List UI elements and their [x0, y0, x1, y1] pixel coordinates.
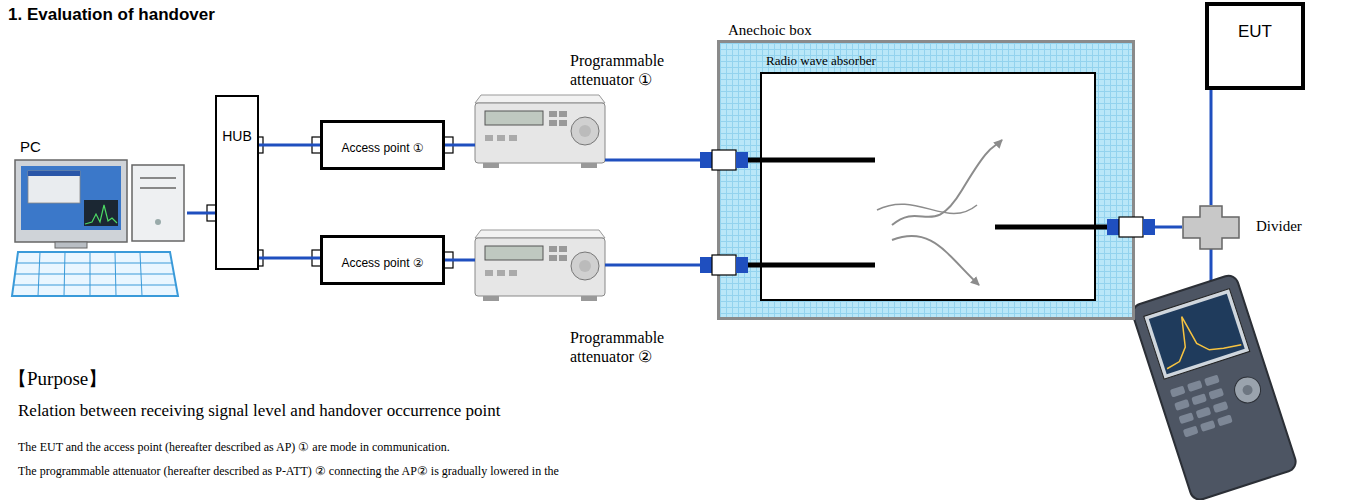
attenuator-label-holder: Programmable attenuator ① [570, 51, 698, 89]
divider-outline [1183, 206, 1239, 249]
procedure-note: The EUT and the access point (hereafter … [18, 440, 450, 454]
eut-label: EUT [1238, 22, 1272, 42]
pc-label-holder: PC [20, 138, 41, 156]
anechoic-box-label-holder: Anechoic box [728, 21, 812, 39]
diagram-title: 1. Evaluation of handover [8, 5, 215, 25]
coax-cable [445, 144, 475, 147]
coax-cable [259, 144, 320, 147]
coax-cable [445, 259, 475, 262]
purpose-text: Relation between receiving signal level … [18, 401, 500, 421]
divider-node: Divider [1182, 205, 1240, 250]
procedure-note-holder: The EUT and the access point (hereafter … [18, 437, 450, 455]
attenuator-node: Programmable attenuator ① [475, 95, 605, 170]
hub-label: HUB [222, 128, 252, 145]
purpose-text-holder: Relation between receiving signal level … [18, 401, 500, 421]
coax-cable [259, 257, 320, 260]
eut-box: EUT [1205, 2, 1305, 90]
divider-label: Divider [1256, 217, 1302, 235]
antenna-illustration [717, 40, 1135, 320]
coax-cable [1210, 90, 1213, 205]
pc-illustration [12, 160, 184, 296]
attenuator-label-holder: Programmable attenuator ② [570, 328, 698, 366]
access-point-label-holder: Access point ① [341, 138, 423, 156]
attenuator-illustration [475, 95, 605, 168]
attenuator-node: Programmable attenuator ② [475, 230, 605, 300]
section-heading-holder: 【Purpose】 [8, 368, 107, 391]
absorber-label: Radio wave absorber [766, 53, 876, 69]
hub-label-holder: HUB [222, 127, 252, 145]
procedure-note-holder: The programmable attenuator (hereafter d… [18, 461, 559, 479]
procedure-note: The programmable attenuator (hereafter d… [18, 464, 559, 478]
divider-shape [1182, 205, 1240, 250]
attenuator-label: Programmable attenuator ① [570, 51, 698, 89]
eut-label-holder: EUT [1238, 22, 1272, 42]
pc-label: PC [20, 138, 41, 156]
spectrum-analyzer-illustration [1130, 273, 1298, 500]
attenuator-label: Programmable attenuator ② [570, 328, 698, 366]
access-point-box: Access point ① [320, 120, 445, 170]
access-point-box: Access point ② [320, 235, 445, 285]
access-point-label-holder: Access point ② [341, 253, 423, 271]
anechoic-box-label: Anechoic box [728, 21, 812, 39]
absorber-label-holder: Radio wave absorber [766, 51, 876, 69]
divider-label-holder: Divider [1256, 217, 1302, 235]
pc-node: PC [12, 138, 187, 298]
section-heading: 【Purpose】 [8, 368, 107, 391]
hub-box: HUB [215, 95, 259, 270]
access-point-label: Access point ① [341, 141, 423, 155]
access-point-label: Access point ② [341, 256, 423, 270]
diagram-title-holder: 1. Evaluation of handover [8, 5, 215, 25]
anechoic-box: Anechoic boxRadio wave absorber [717, 40, 1135, 320]
coax-cable [187, 212, 215, 215]
attenuator-illustration [475, 230, 605, 301]
